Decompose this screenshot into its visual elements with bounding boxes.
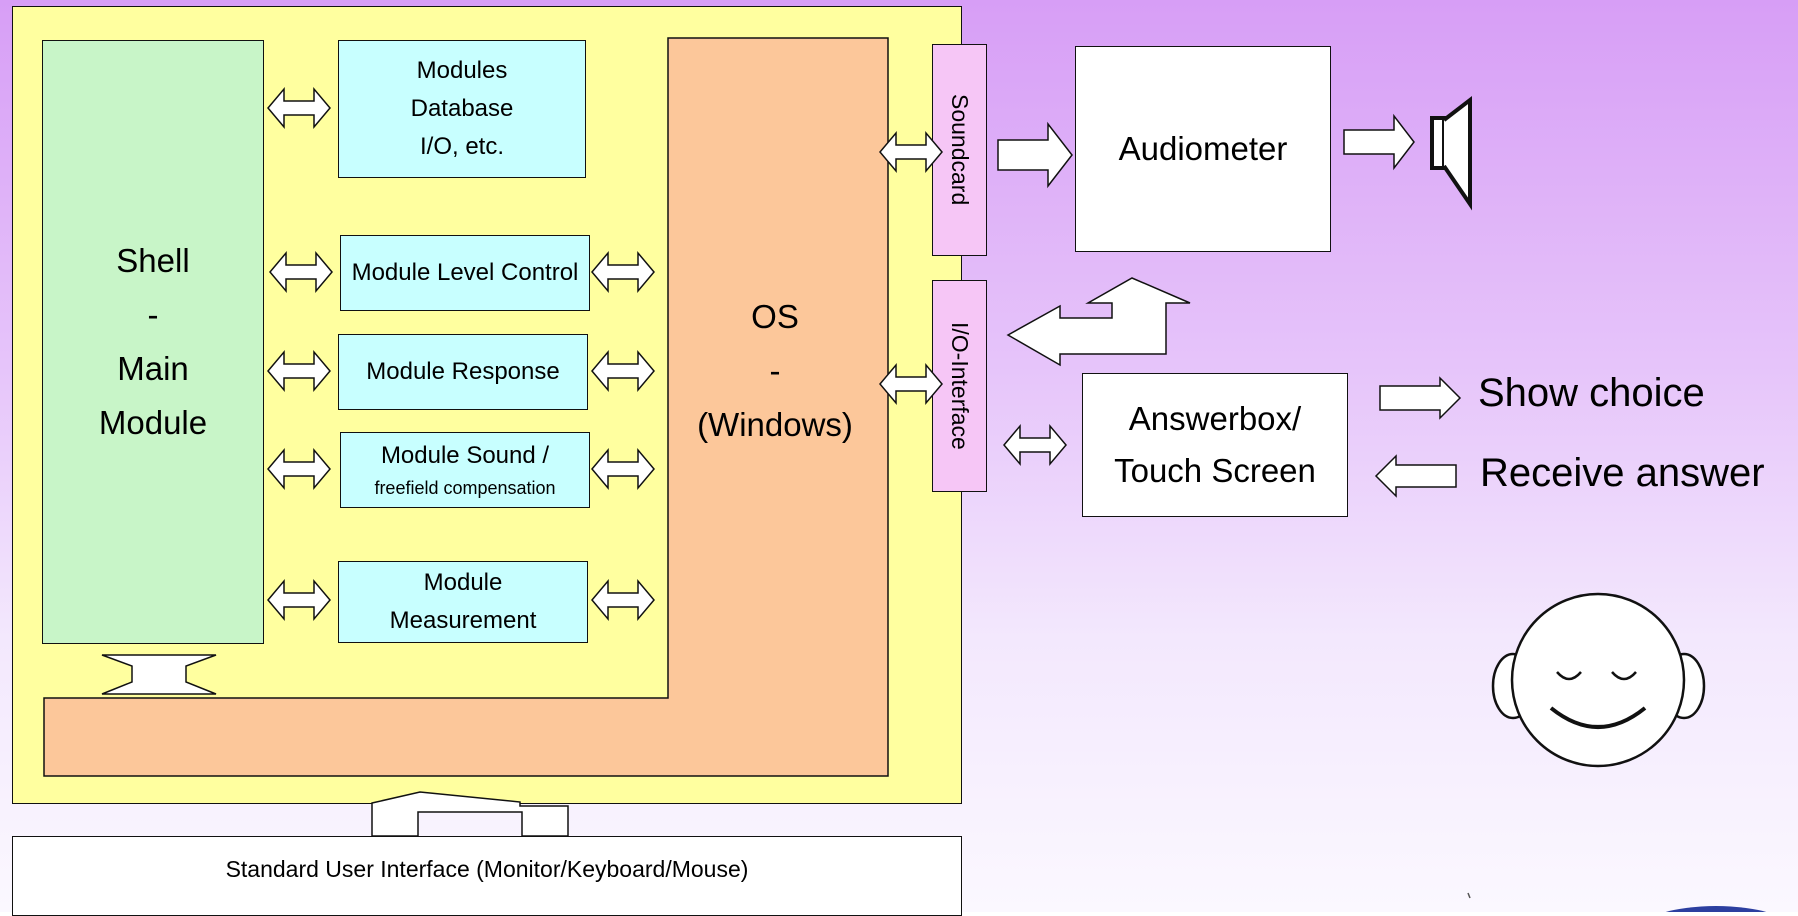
answerbox-line: Touch Screen	[1114, 452, 1316, 489]
arrow-right-icon	[1343, 113, 1415, 171]
double-arrow-icon	[591, 351, 655, 391]
module-label: Module Level Control	[351, 259, 579, 286]
double-arrow-icon	[267, 351, 331, 391]
show-choice-label: Show choice	[1478, 371, 1705, 415]
double-arrow-icon	[1003, 425, 1067, 465]
os-line: OS	[751, 298, 799, 335]
soundcard-label: Soundcard	[947, 94, 973, 206]
logo-icon	[1467, 892, 1767, 912]
double-arrow-icon	[591, 449, 655, 489]
shell-line: Main	[117, 350, 189, 387]
shell-line: Shell	[116, 242, 190, 279]
vertical-double-arrow-icon	[371, 791, 569, 837]
module-level-control: Module Level Control	[340, 235, 590, 311]
module-database-io: Modules Database I/O, etc.	[338, 40, 586, 178]
receive-answer-label: Receive answer	[1480, 451, 1765, 495]
standard-user-interface: Standard User Interface (Monitor/Keyboar…	[12, 836, 962, 916]
shell-main-module: Shell - Main Module	[42, 40, 264, 644]
standard-ui-label: Standard User Interface (Monitor/Keyboar…	[225, 855, 749, 882]
io-interface-label: I/O-Interface	[947, 322, 973, 450]
module-line: Module	[423, 569, 503, 596]
vertical-double-arrow-icon	[101, 654, 217, 695]
shell-line: -	[147, 296, 159, 333]
double-arrow-icon	[267, 580, 331, 620]
double-arrow-icon	[267, 449, 331, 489]
double-arrow-icon	[591, 252, 655, 292]
module-line: Measurement	[389, 607, 537, 634]
os-line: (Windows)	[697, 406, 853, 443]
answerbox-line: Answerbox/	[1128, 400, 1302, 437]
module-line: Database	[410, 95, 514, 122]
arrow-left-icon	[1374, 454, 1457, 498]
answerbox-touch-screen: Answerbox/ Touch Screen	[1082, 373, 1348, 517]
audiometer-box: Audiometer	[1075, 46, 1331, 252]
audiometer-label: Audiometer	[1118, 130, 1288, 167]
module-label: Module Response	[366, 358, 560, 385]
listener-face-icon	[1491, 592, 1706, 768]
arrow-right-icon	[997, 121, 1073, 189]
double-arrow-icon	[591, 580, 655, 620]
os-label: OS - (Windows)	[670, 290, 880, 452]
shell-line: Module	[98, 404, 208, 441]
module-measurement: Module Measurement	[338, 561, 588, 643]
double-arrow-icon	[267, 88, 331, 128]
os-line: -	[769, 352, 781, 389]
arrow-right-icon	[1379, 376, 1462, 420]
speaker-icon	[1430, 95, 1472, 211]
double-arrow-icon	[879, 132, 943, 172]
module-line: I/O, etc.	[419, 133, 505, 160]
bent-arrow-icon	[1006, 277, 1191, 367]
double-arrow-icon	[269, 252, 333, 292]
module-line: Modules	[416, 57, 508, 84]
module-sound: Module Sound / freefield compensation	[340, 432, 590, 508]
module-response: Module Response	[338, 334, 588, 410]
module-line: freefield compensation	[374, 477, 556, 498]
double-arrow-icon	[879, 364, 943, 404]
module-line: Module Sound /	[380, 441, 550, 469]
